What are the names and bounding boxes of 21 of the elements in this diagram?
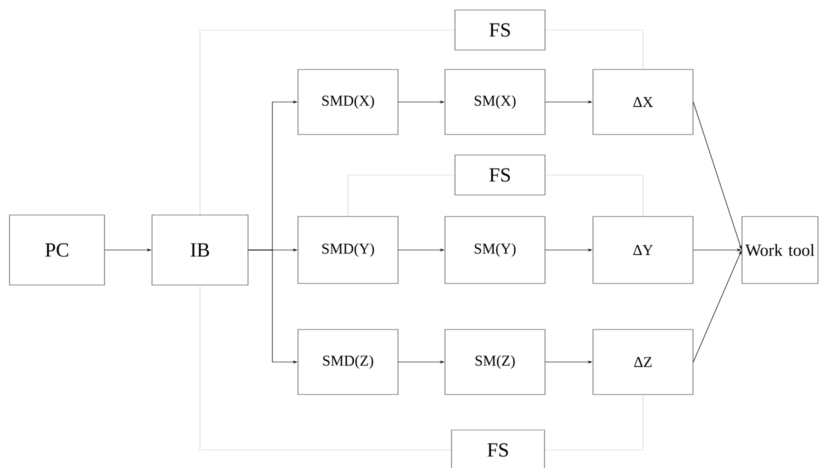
block-box: SMD(Z) <box>298 329 398 395</box>
block-box: ΔZ <box>592 329 694 395</box>
block-box: SM(X) <box>444 69 546 135</box>
feedback-line <box>348 174 455 216</box>
feedback-line <box>200 285 452 450</box>
block-box: IB <box>152 214 248 286</box>
block-box: FS <box>454 10 546 50</box>
block-box: SM(Z) <box>444 329 546 395</box>
feedback-line <box>200 30 455 215</box>
block-box: ΔX <box>592 69 694 135</box>
block-box: SM(Y) <box>444 216 546 284</box>
block-box: ΔY <box>592 216 694 284</box>
block-box: Work tool <box>742 216 818 284</box>
block-box: PC <box>9 214 105 286</box>
block-box: SMD(Y) <box>298 216 398 284</box>
feedback-line <box>545 30 644 70</box>
feedback-line <box>544 394 644 450</box>
feedback-line <box>545 174 644 216</box>
block-box: SMD(X) <box>298 69 398 135</box>
block-box: FS <box>454 154 546 196</box>
block-box: FS <box>451 430 545 468</box>
